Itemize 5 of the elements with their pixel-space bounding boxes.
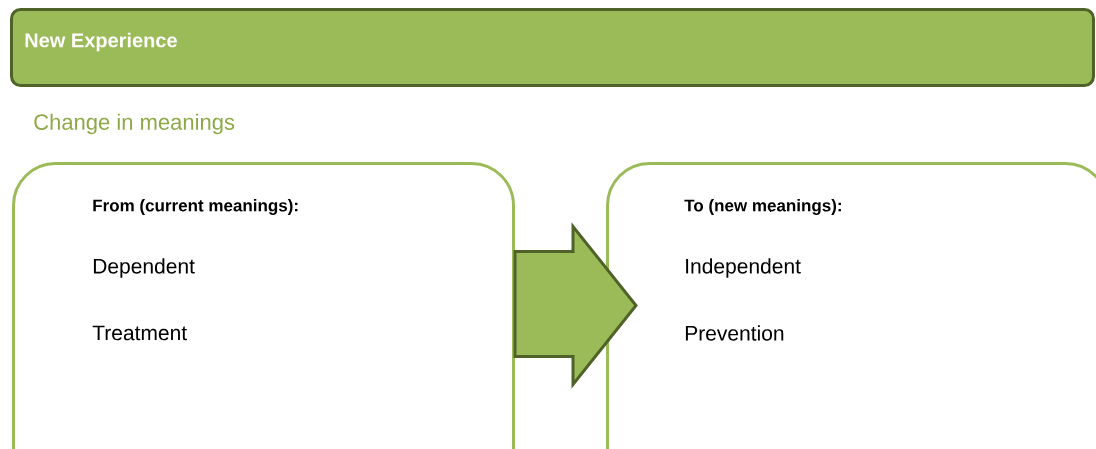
subheading: Change in meanings [34,113,235,135]
meaning-box: To (new meanings): Independent Prevention [606,162,1096,449]
meaning-box: From (current meanings): Dependent Treatment [12,162,515,449]
title-band: New Experience [10,8,1095,87]
block-arrow [513,222,638,389]
